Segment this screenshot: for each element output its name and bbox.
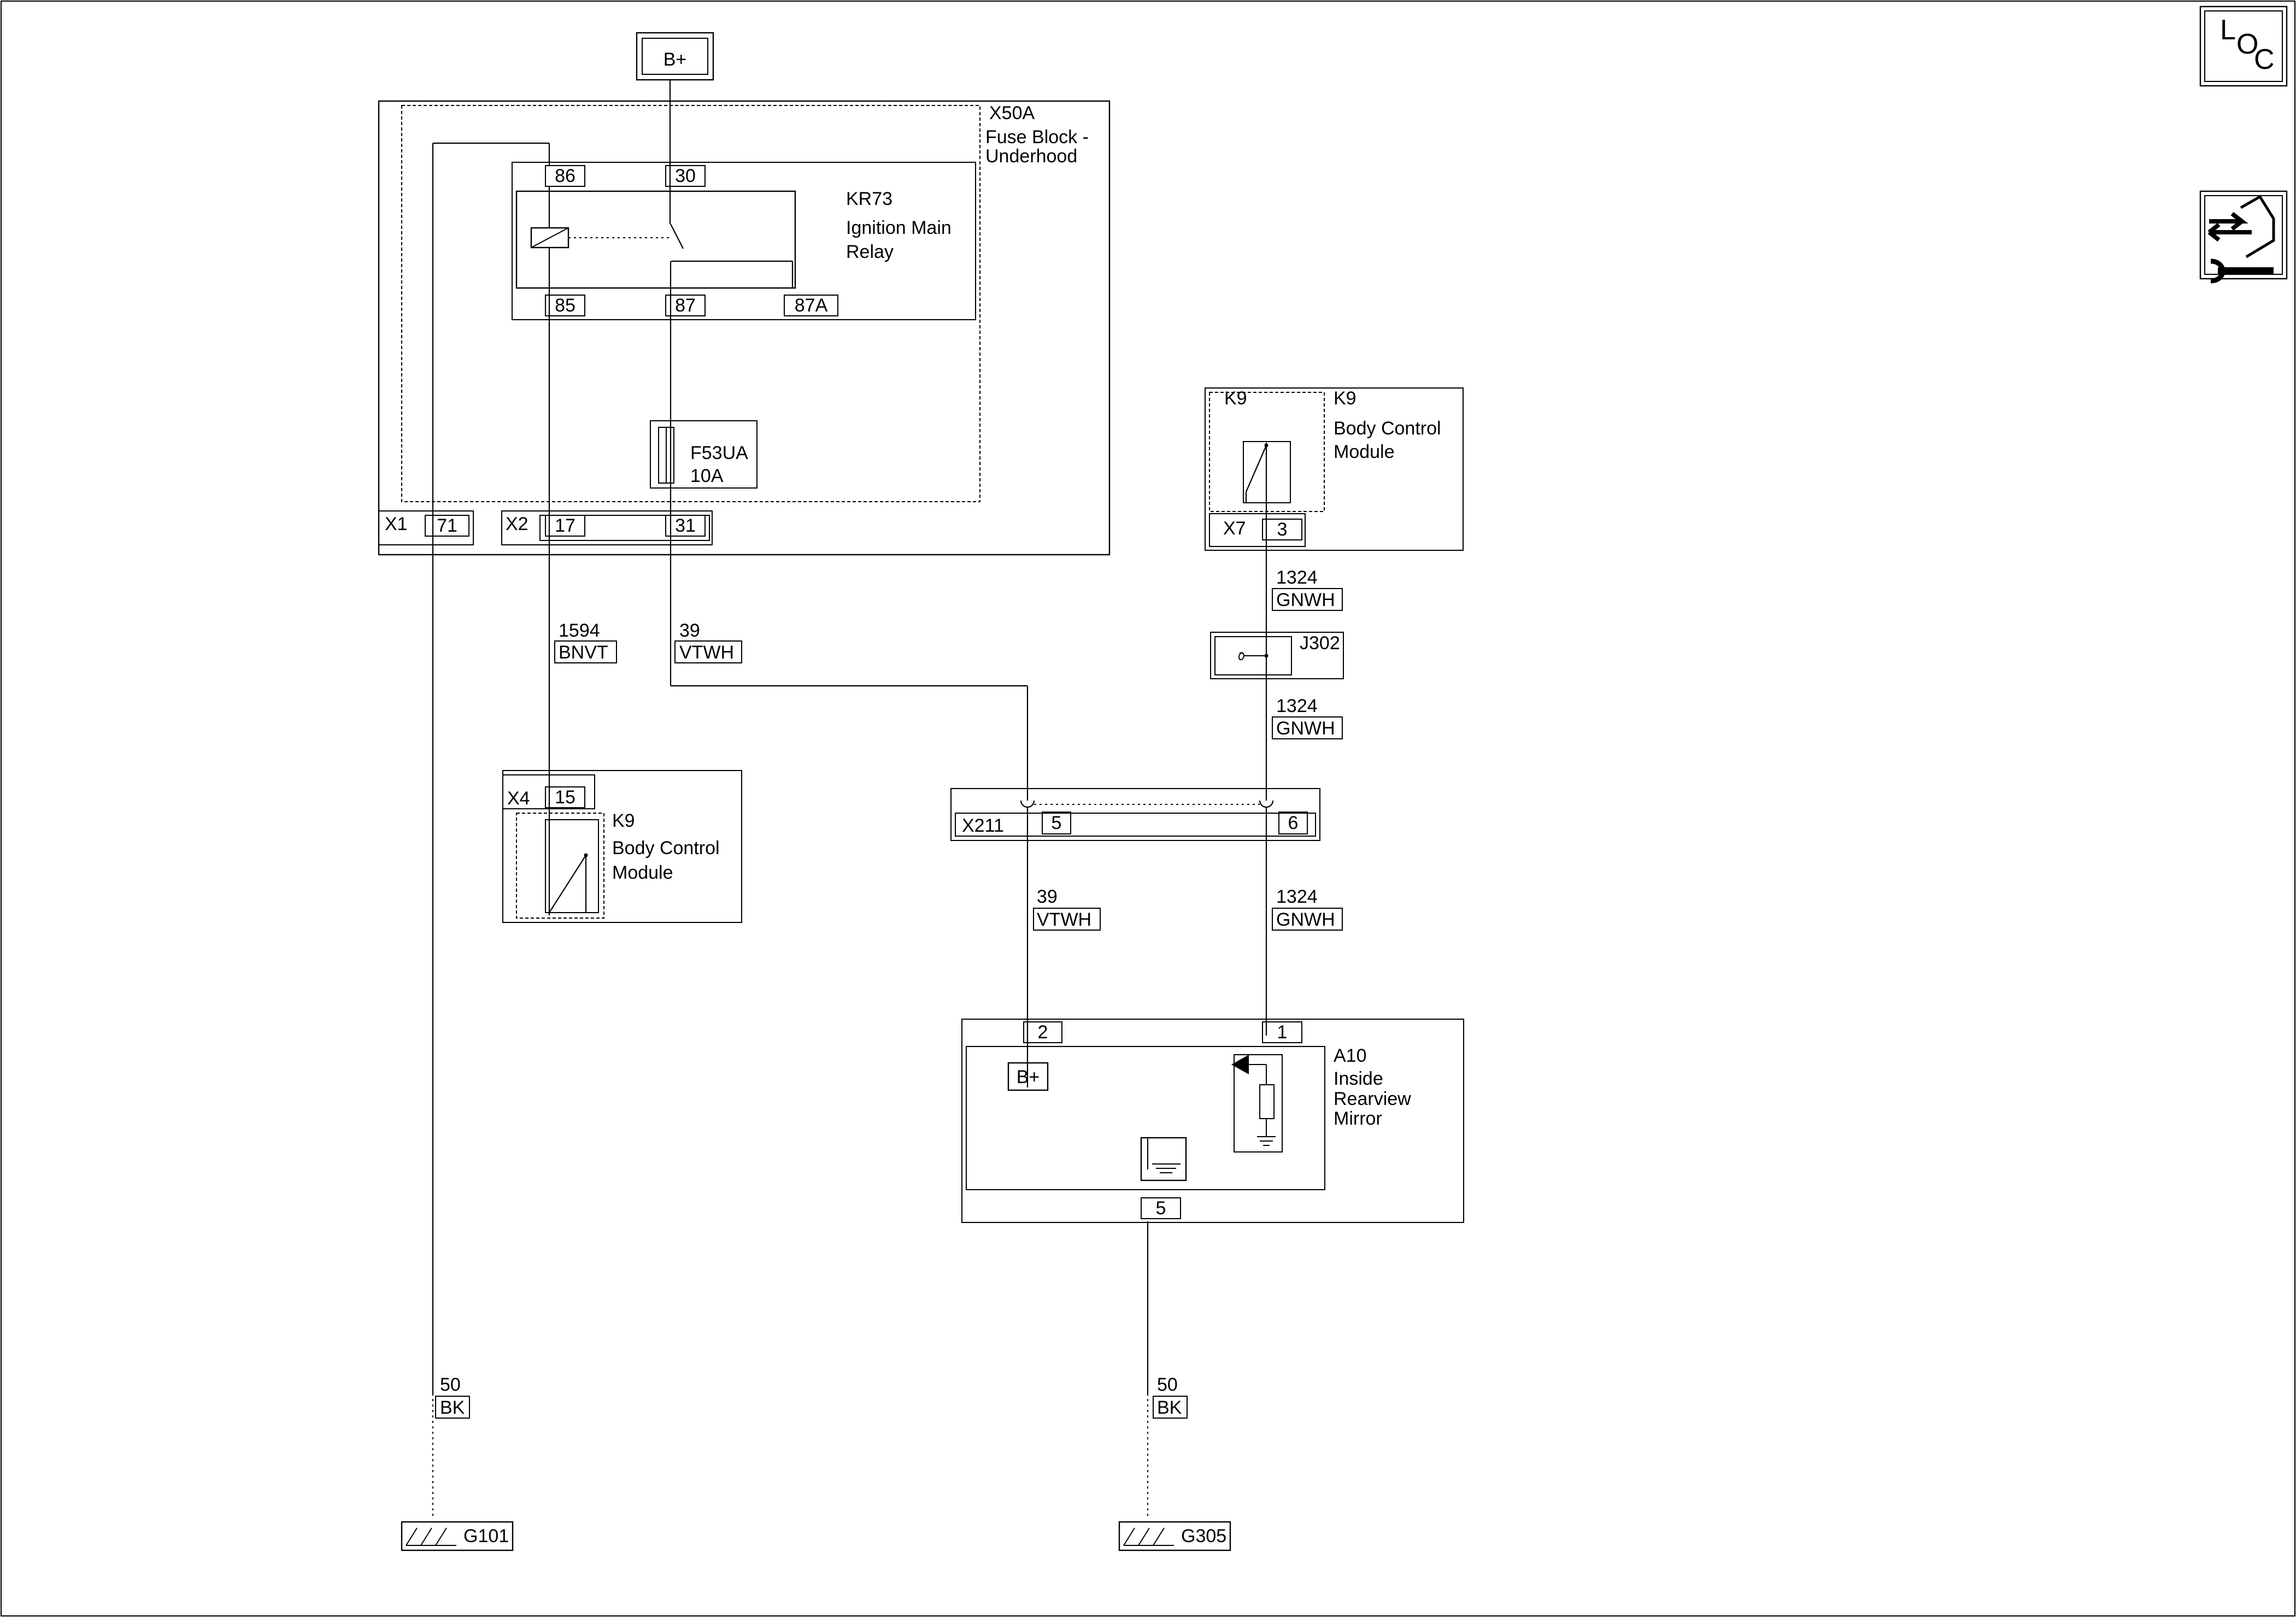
power-source-label: B+ — [663, 49, 687, 70]
x211-pin-6: 6 — [1288, 813, 1299, 833]
wire-label-1324c: 1324 GNWH — [1272, 886, 1343, 931]
svg-text:50: 50 — [1157, 1374, 1178, 1395]
mirror-name-2: Rearview — [1334, 1089, 1411, 1109]
x211-label: X211 — [962, 815, 1004, 836]
splice-id: J302 — [1300, 633, 1340, 654]
mirror-pin-2: 2 — [1038, 1022, 1048, 1043]
relay-name-1: Ignition Main — [846, 217, 952, 238]
x1-label: X1 — [385, 514, 408, 534]
relay-pin-85: 85 — [555, 295, 576, 316]
bcm-left-k9: X4 15 K9 Body Control Module — [502, 770, 742, 923]
fuse-block-connectors: X1 71 X2 17 31 — [378, 510, 713, 545]
mirror-ground-icon — [1140, 1137, 1187, 1181]
connector-views-icon[interactable] — [2199, 190, 2288, 284]
relay-pin-30: 30 — [675, 166, 696, 186]
x2-pin-31: 31 — [675, 515, 696, 536]
relay-name-2: Relay — [846, 242, 894, 262]
svg-text:1594: 1594 — [559, 620, 600, 641]
bcm-right-connector: X7 — [1223, 518, 1246, 539]
svg-text:GNWH: GNWH — [1276, 718, 1335, 739]
bcm-left-pin: 15 — [555, 787, 576, 808]
svg-text:39: 39 — [679, 620, 700, 641]
bcm-right-name-1: Body Control — [1334, 418, 1441, 439]
bcm-right-k9: K9 K9 Body Control Module X7 3 — [1205, 387, 1464, 551]
relay-pin-87a: 87A — [795, 295, 828, 316]
wire-label-1594: 1594 BNVT — [554, 620, 617, 663]
bcm-left-id: K9 — [612, 810, 635, 831]
bcm-left-connector: X4 — [507, 788, 530, 809]
x211-pin-5: 5 — [1052, 813, 1062, 833]
ground-g101-label: G101 — [463, 1526, 509, 1547]
wire-label-50a: 50 BK — [435, 1374, 470, 1419]
wire-label-50b: 50 BK — [1153, 1374, 1188, 1419]
wire-label-1324a: 1324 GNWH — [1272, 567, 1343, 611]
svg-text:L: L — [2220, 14, 2236, 46]
relay-id: KR73 — [846, 189, 892, 209]
svg-text:BNVT: BNVT — [559, 642, 608, 663]
svg-text:O: O — [2236, 28, 2258, 60]
bcm-right-id: K9 — [1334, 388, 1357, 409]
bcm-right-id: K9 — [1224, 388, 1247, 409]
wire-label-39a: 39 VTWH — [674, 620, 742, 663]
relay-kr73: KR73 Ignition Main Relay 86 30 85 87 87A — [512, 162, 976, 320]
ground-g305: G305 — [1118, 1521, 1231, 1551]
fuse-rating: 10A — [690, 466, 724, 486]
ground-g101: G101 — [401, 1521, 514, 1551]
svg-text:39: 39 — [1037, 886, 1058, 907]
fuse-block-id: X50A — [989, 103, 1035, 124]
svg-text:GNWH: GNWH — [1276, 909, 1335, 930]
fuse-id: F53UA — [690, 443, 748, 463]
mirror-pin-5: 5 — [1156, 1198, 1166, 1219]
relay-switch — [670, 224, 684, 249]
fuse-f53ua: F53UA 10A — [650, 420, 757, 489]
svg-text:1324: 1324 — [1276, 886, 1318, 907]
mirror-name-3: Mirror — [1334, 1108, 1382, 1129]
wire-label-1324b: 1324 GNWH — [1272, 696, 1343, 739]
mirror-pin-1: 1 — [1277, 1022, 1288, 1043]
mirror-id: A10 — [1334, 1045, 1367, 1066]
fuse-block-x50a: X50A Fuse Block - Underhood — [378, 100, 1111, 556]
bcm-left-name-2: Module — [612, 862, 673, 883]
mirror-name-1: Inside — [1334, 1068, 1383, 1089]
bcm-right-name-2: Module — [1334, 442, 1395, 462]
power-source-bplus: B+ — [636, 32, 714, 81]
svg-text:GNWH: GNWH — [1276, 590, 1335, 610]
mirror-bplus: B+ — [1017, 1067, 1040, 1087]
fuse-block-name-2: Underhood — [985, 146, 1077, 167]
svg-text:VTWH: VTWH — [679, 642, 734, 663]
wires — [432, 80, 1274, 1519]
splice-j302: J302 — [1210, 632, 1344, 679]
svg-text:BK: BK — [440, 1397, 465, 1418]
wire-label-39b: 39 VTWH — [1033, 886, 1101, 931]
x2-label: X2 — [506, 514, 529, 534]
svg-text:C: C — [2254, 44, 2275, 75]
bcm-right-pin: 3 — [1277, 519, 1288, 540]
loc-icon[interactable]: L O C — [2199, 5, 2288, 87]
inline-connector-x211: X211 5 6 — [950, 788, 1320, 841]
ground-g305-label: G305 — [1181, 1526, 1226, 1547]
mirror-a10: 2 1 A10 Inside Rearview Mirror B+ — [961, 1019, 1464, 1223]
x2-pin-17: 17 — [555, 515, 576, 536]
mirror-dimmer-circuit — [1231, 1054, 1283, 1153]
bcm-left-name-1: Body Control — [612, 838, 720, 859]
x1-pin: 71 — [437, 515, 457, 536]
relay-pin-86: 86 — [555, 166, 576, 186]
svg-text:BK: BK — [1157, 1397, 1182, 1418]
fuse-block-name-1: Fuse Block - — [985, 127, 1089, 148]
relay-pin-87: 87 — [675, 295, 696, 316]
svg-text:1324: 1324 — [1276, 696, 1318, 716]
svg-text:1324: 1324 — [1276, 567, 1318, 588]
svg-text:VTWH: VTWH — [1037, 909, 1091, 930]
svg-text:50: 50 — [440, 1374, 461, 1395]
